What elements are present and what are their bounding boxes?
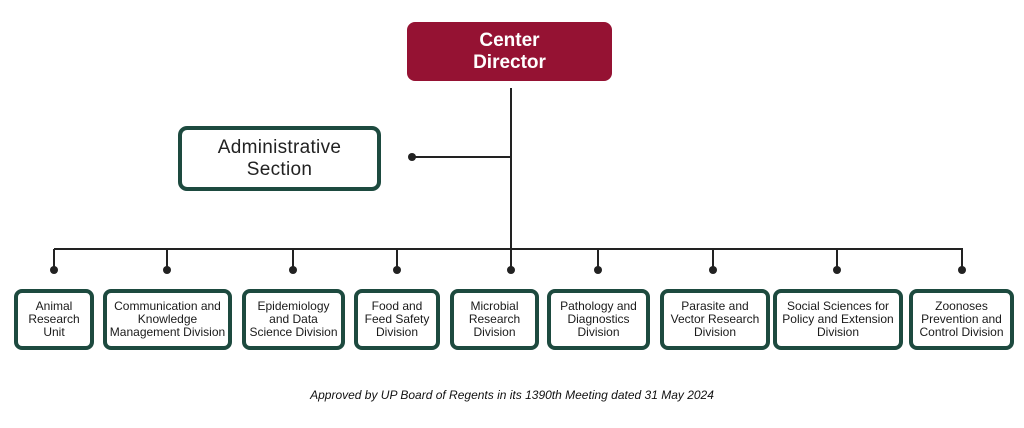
center-director-box: Center Director <box>407 22 612 81</box>
division-box-parasite-vector-research: Parasite and Vector Research Division <box>660 289 770 350</box>
division-box-food-feed-safety: Food and Feed Safety Division <box>354 289 440 350</box>
administrative-section-box: Administrative Section <box>178 126 381 191</box>
division-box-zoonoses-prevention-control: Zoonoses Prevention and Control Division <box>909 289 1014 350</box>
division-drop-dot <box>594 266 602 274</box>
division-drop-dot <box>709 266 717 274</box>
division-box-social-sciences-policy-extension: Social Sciences for Policy and Extension… <box>773 289 903 350</box>
division-box-epidemiology-data-science: Epidemiology and Data Science Division <box>242 289 345 350</box>
division-drop-dot <box>50 266 58 274</box>
division-drop-dot <box>958 266 966 274</box>
division-box-pathology-diagnostics: Pathology and Diagnostics Division <box>547 289 650 350</box>
division-drop-dot <box>833 266 841 274</box>
admin-branch-dot <box>408 153 416 161</box>
division-drop-dot <box>289 266 297 274</box>
division-box-microbial-research: Microbial Research Division <box>450 289 539 350</box>
division-box-communication-knowledge-management: Communication and Knowledge Management D… <box>103 289 232 350</box>
division-drop-dot <box>163 266 171 274</box>
approval-footnote: Approved by UP Board of Regents in its 1… <box>310 388 714 402</box>
division-drop-dot <box>393 266 401 274</box>
division-drop-dot <box>507 266 515 274</box>
division-box-animal-research-unit: Animal Research Unit <box>14 289 94 350</box>
division-drop-lines <box>50 249 966 274</box>
